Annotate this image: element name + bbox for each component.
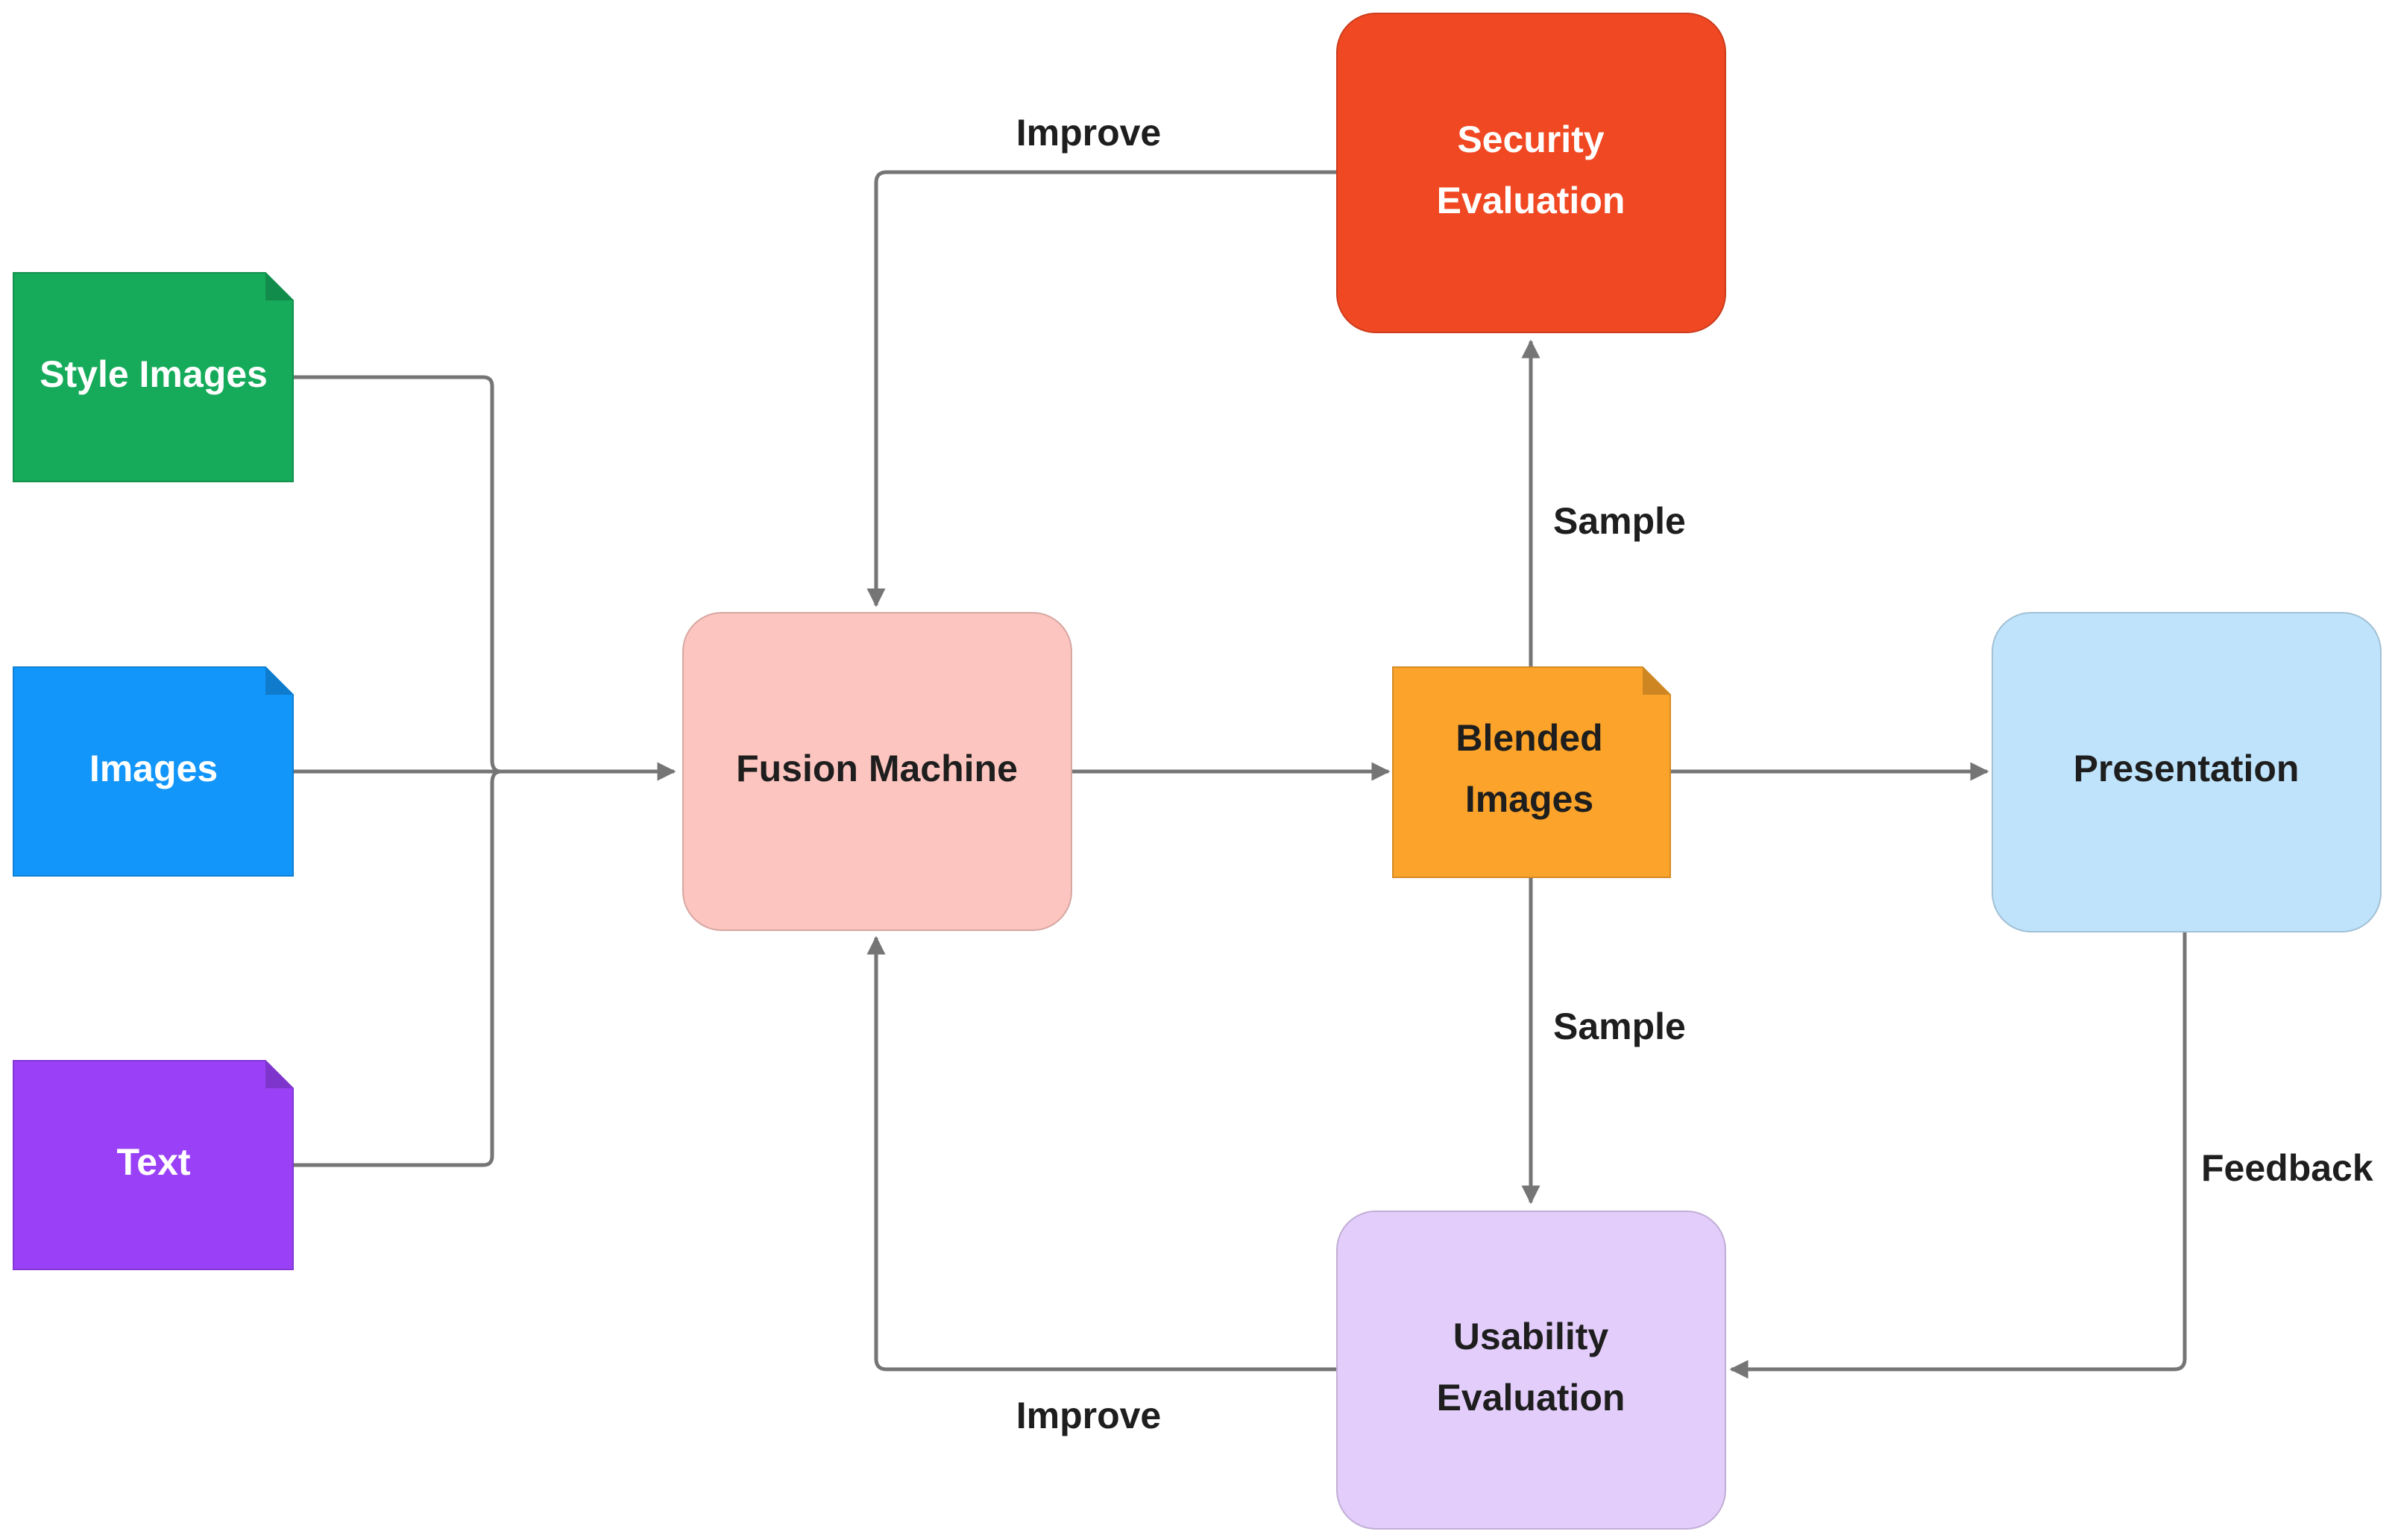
images-label-line: Images [89,748,218,789]
blended-images-label-line: Images [1465,778,1593,820]
connector-security-to-fusion [866,170,1337,608]
usability-evaluation-label-line: Evaluation [1437,1377,1625,1418]
connector-text-to-fusion [293,769,502,1167]
presentation-label: Presentation [2074,748,2300,789]
images-label: Images [89,748,218,789]
blended-images-shape [1392,666,1671,878]
security-evaluation-shape [1336,13,1726,333]
presentation-shape [1992,612,2382,932]
images-shape [13,666,294,877]
text-label-line: Text [116,1141,190,1183]
connector-style-images-to-fusion [293,375,502,774]
images-fold-corner [265,667,293,695]
fusion-machine-label: Fusion Machine [736,748,1018,789]
connector-presentation-to-usability [1729,932,2187,1379]
images-node: Images [13,666,294,877]
style-images-label-line: Style Images [40,353,268,395]
blended-images-fold-corner [1643,667,1670,695]
text-label: Text [116,1141,190,1183]
usability-evaluation-shape [1336,1211,1726,1530]
text-fold-corner [265,1061,293,1088]
security-evaluation-label-line: Evaluation [1437,180,1625,221]
text-node: Text [13,1060,294,1270]
sample-down-label: Sample [1553,1006,1686,1047]
style-images-shape [13,272,294,482]
usability-evaluation-label-line: Usability [1453,1316,1609,1357]
improve-bottom-label: Improve [1016,1395,1162,1436]
style-images-node: Style Images [13,272,294,482]
presentation-label-line: Presentation [2074,748,2300,789]
sample-up-label: Sample [1553,500,1686,542]
security-evaluation-label-line: Security [1457,119,1605,160]
connectors [293,170,2187,1379]
style-images-label: Style Images [40,353,268,395]
text-shape [13,1060,294,1270]
improve-top-label: Improve [1016,112,1162,154]
connector-usability-to-fusion [866,935,1337,1372]
fusion-machine-node: Fusion Machine [682,612,1072,931]
presentation-node: Presentation [1992,612,2382,932]
feedback-label: Feedback [2201,1147,2373,1189]
style-images-fold-corner [265,273,293,300]
blended-images-label-line: Blended [1455,717,1602,759]
fusion-machine-shape [682,612,1072,931]
fusion-machine-label-line: Fusion Machine [736,748,1018,789]
